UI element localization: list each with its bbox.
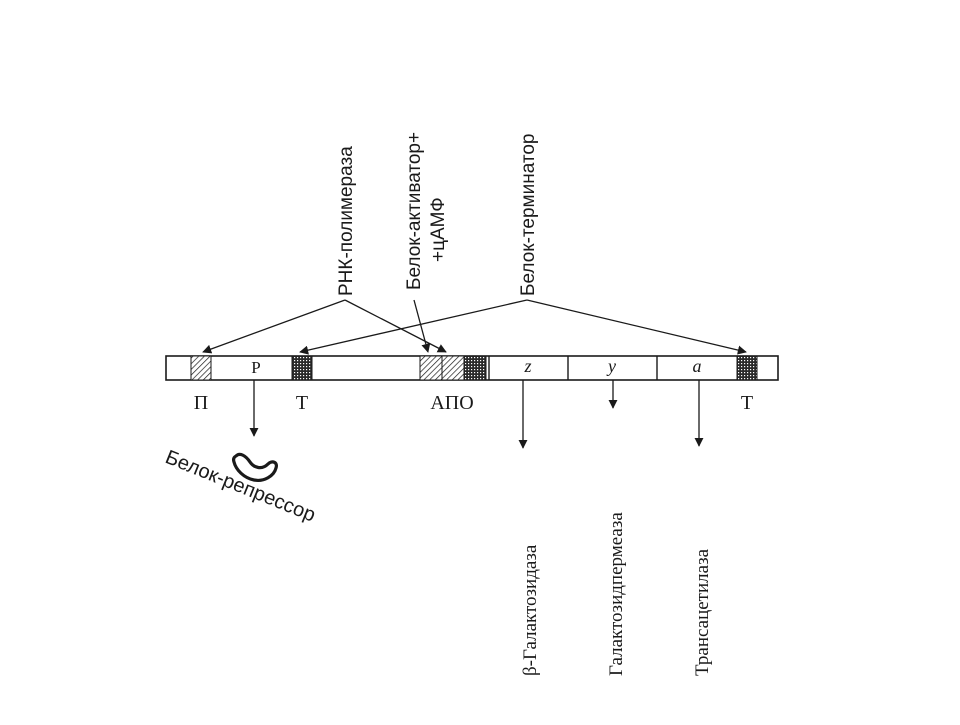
apo-promoter-site bbox=[441, 355, 465, 381]
terminator-protein-label: Белок-терминатор bbox=[518, 134, 539, 296]
terminator-protein-arrow-left bbox=[299, 299, 528, 355]
below-bar-labels: П Т АПО Т bbox=[194, 392, 753, 414]
terminator-left-label: Т bbox=[296, 392, 308, 414]
rna-polymerase-arrow-promoter bbox=[202, 299, 346, 354]
apo-activator-site bbox=[419, 355, 443, 381]
apo-label: АПО bbox=[430, 392, 473, 414]
activator-label-line2: +цАМФ bbox=[428, 197, 449, 262]
promoter-region bbox=[190, 355, 212, 381]
gene-a-label: a bbox=[693, 356, 702, 376]
product-labels: β-Галактозидаза Галактозидпермеаза Транс… bbox=[520, 512, 713, 676]
activator-arrow bbox=[413, 299, 431, 353]
terminator-left-region bbox=[291, 355, 313, 381]
permease-label: Галактозидпермеаза bbox=[606, 512, 627, 676]
terminator-right-label: Т bbox=[741, 392, 753, 414]
promoter-label: П bbox=[194, 392, 208, 414]
dna-bar: P z y a bbox=[165, 355, 779, 381]
activator-label-line1: Белок-активатор+ bbox=[404, 132, 425, 290]
terminator-right-region bbox=[736, 355, 758, 381]
rna-polymerase-label: РНК-полимераза bbox=[336, 146, 357, 296]
rna-polymerase-arrow-apo bbox=[344, 299, 447, 353]
transacetylase-label: Трансацетилаза bbox=[692, 548, 713, 676]
gene-y-label: y bbox=[606, 356, 616, 376]
p-gene-label: P bbox=[251, 358, 260, 377]
terminator-protein-arrow-right bbox=[526, 299, 747, 355]
binding-arrows bbox=[202, 299, 747, 355]
beta-galactosidase-label: β-Галактозидаза bbox=[520, 544, 541, 676]
gene-z-label: z bbox=[523, 356, 531, 376]
top-labels: РНК-полимераза Белок-активатор+ +цАМФ Бе… bbox=[336, 132, 539, 296]
product-arrows bbox=[249, 380, 704, 449]
apo-operator-site bbox=[463, 355, 487, 381]
repressor-protein-shape bbox=[232, 452, 278, 482]
